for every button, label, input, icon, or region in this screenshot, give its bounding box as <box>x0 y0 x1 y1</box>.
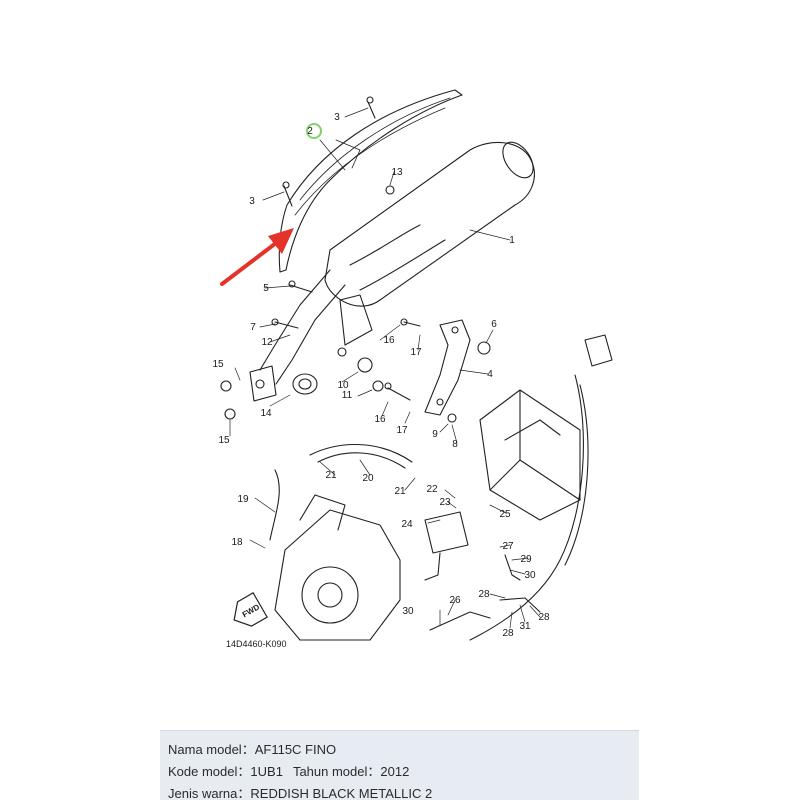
separator: ： <box>237 764 251 779</box>
callout-11: 11 <box>342 390 353 401</box>
callout-15: 15 <box>218 435 230 446</box>
model-code-label: Kode model <box>168 764 238 779</box>
separator: ： <box>237 786 251 801</box>
callout-19: 19 <box>237 494 249 505</box>
callout-5: 5 <box>263 283 269 294</box>
callout-31: 31 <box>519 621 531 632</box>
callout-30: 30 <box>402 606 414 617</box>
callout-22: 22 <box>426 484 438 495</box>
callout-8: 8 <box>452 439 458 450</box>
callout-14: 14 <box>260 408 272 419</box>
model-year-value: 2012 <box>380 764 410 779</box>
model-name-label: Nama model <box>168 742 242 757</box>
callout-27: 27 <box>502 541 514 552</box>
callout-7: 7 <box>250 322 256 333</box>
fwd-direction-icon: FWD <box>233 592 268 627</box>
callout-16: 16 <box>383 335 395 346</box>
model-code-value: 1UB1 <box>250 764 283 779</box>
callout-group: 1233456789101112131415151616171718192021… <box>212 112 550 639</box>
callout-30: 30 <box>524 570 536 581</box>
callout-20: 20 <box>362 473 374 484</box>
callout-4: 4 <box>487 369 493 380</box>
model-year-label: Tahun model <box>292 764 368 779</box>
muffler-bracket <box>424 319 471 416</box>
air-filter-box <box>479 389 581 521</box>
callout-10: 10 <box>337 380 349 391</box>
diagram-code: 14D4460-K090 <box>226 639 287 649</box>
callout-18: 18 <box>231 537 243 548</box>
callout-28: 28 <box>502 628 514 639</box>
callout-2: 2 <box>307 126 313 137</box>
model-name-value: AF115C FINO <box>254 742 337 757</box>
callout-21: 21 <box>394 486 406 497</box>
callout-3: 3 <box>249 196 255 207</box>
muffler-body <box>324 141 535 307</box>
callout-24: 24 <box>401 519 413 530</box>
callout-29: 29 <box>520 554 532 565</box>
separator: ： <box>241 742 255 757</box>
callout-16: 16 <box>374 414 386 425</box>
callout-9: 9 <box>432 429 438 440</box>
callout-17: 17 <box>396 425 408 436</box>
callout-15: 15 <box>212 359 224 370</box>
callout-1: 1 <box>509 235 515 246</box>
exhaust-parts-diagram: FWD 14D4460-K090 12334567891011121314151… <box>212 89 613 649</box>
color-row: Jenis warna：REDDISH BLACK METALLIC 2 <box>168 783 639 805</box>
callout-23: 23 <box>439 497 451 508</box>
callout-3: 3 <box>334 112 340 123</box>
callout-25: 25 <box>499 509 511 520</box>
separator: ： <box>367 764 381 779</box>
highlighted-callout-marker <box>306 123 322 139</box>
callout-28: 28 <box>478 589 490 600</box>
color-value: REDDISH BLACK METALLIC 2 <box>250 786 433 801</box>
callout-26: 26 <box>449 595 461 606</box>
model-name-row: Nama model：AF115C FINO <box>168 739 639 761</box>
color-label: Jenis warna <box>168 786 238 801</box>
callout-28: 28 <box>538 612 550 623</box>
callout-6: 6 <box>491 319 497 330</box>
callout-17: 17 <box>410 347 422 358</box>
engine-crankcase <box>274 509 401 641</box>
red-pointer-arrow <box>220 228 294 286</box>
callout-13: 13 <box>391 167 403 178</box>
callout-21: 21 <box>325 470 337 481</box>
callout-12: 12 <box>261 337 273 348</box>
